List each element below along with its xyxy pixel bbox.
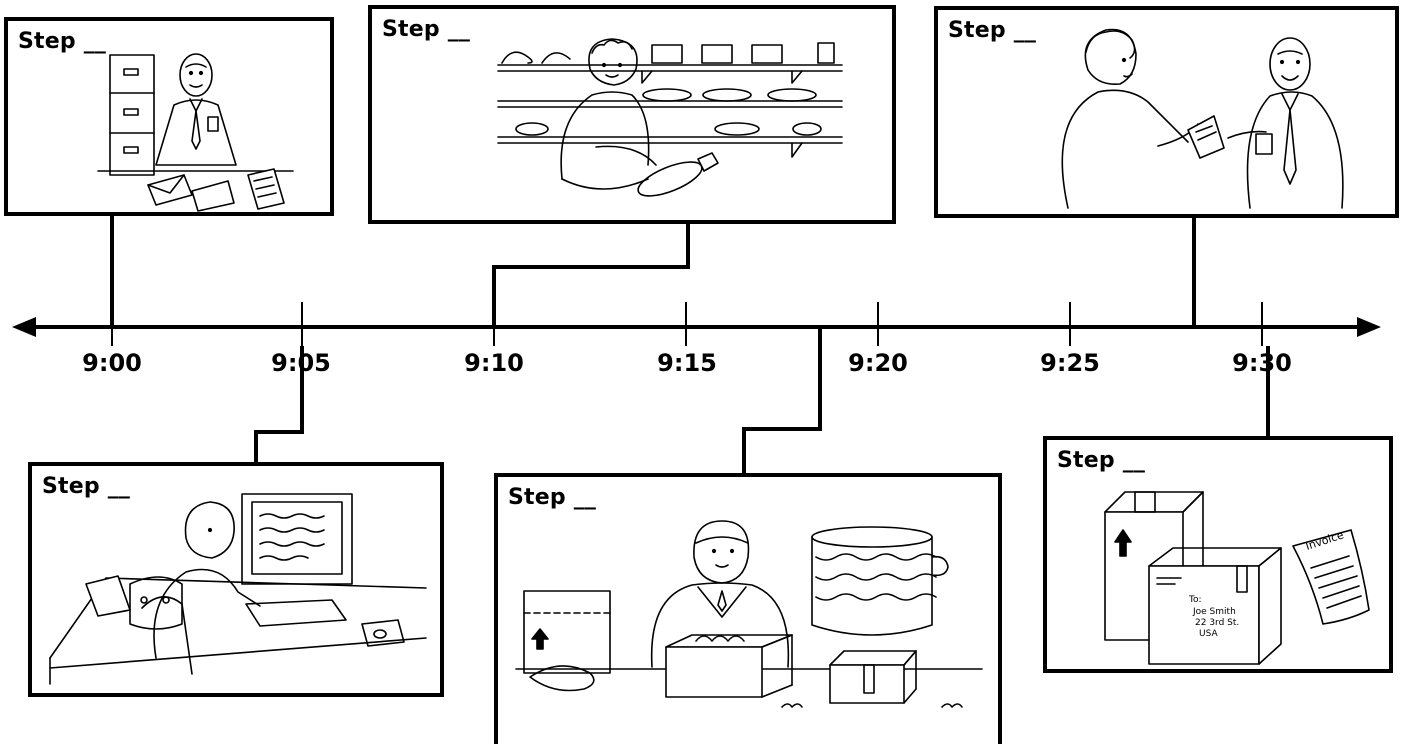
tick-label-925: 9:25 [1040,349,1100,377]
step-panel-1: Step __ [4,17,334,216]
step-label: Step __ [1057,448,1146,473]
connector-panel-5 [742,327,822,474]
box-address-line-4: USA [1199,629,1218,639]
worker-picking-item-from-shelf-icon [497,38,843,197]
tick-label-930: 9:30 [1232,349,1292,377]
step-panel-3: Step __ [934,6,1399,218]
tick-label-900: 9:00 [82,349,142,377]
step-label: Step __ [382,17,471,42]
connector-panel-4 [254,346,304,464]
tick-label-915: 9:15 [657,349,717,377]
tick-label-910: 9:10 [464,349,524,377]
tick-marks [111,302,1263,346]
box-address-line-3: 22 3rd St. [1195,618,1239,628]
step-label: Step __ [948,18,1037,43]
box-address-line-2: Joe Smith [1192,607,1236,617]
axis-arrow-right [1357,317,1381,337]
tick-label-920: 9:20 [848,349,908,377]
worker-packing-box-icon [515,520,983,708]
connector-panel-2 [492,222,690,327]
step-label: Step __ [18,29,107,54]
panel-connectors [110,214,1270,474]
addressed-boxes-with-invoice-icon: To: Joe Smith 22 3rd St. USA Invoice [1104,491,1370,665]
step-label: Step __ [42,474,131,499]
step-panel-6: Step __ To: Joe Smith 22 3rd St. USA Inv… [1043,436,1393,673]
clerk-opening-mail-icon [97,53,294,212]
step-panel-4: Step __ [28,462,444,697]
step-panel-5: Step __ [494,473,1002,744]
men-handing-over-paper-icon [1061,28,1344,209]
step-panel-2: Step __ [368,5,896,224]
step-label: Step __ [508,485,597,510]
box-address-line-1: To: [1188,595,1202,605]
person-typing-at-computer-icon [49,493,427,685]
axis-arrow-left [12,317,36,337]
tick-label-905: 9:05 [271,349,331,377]
